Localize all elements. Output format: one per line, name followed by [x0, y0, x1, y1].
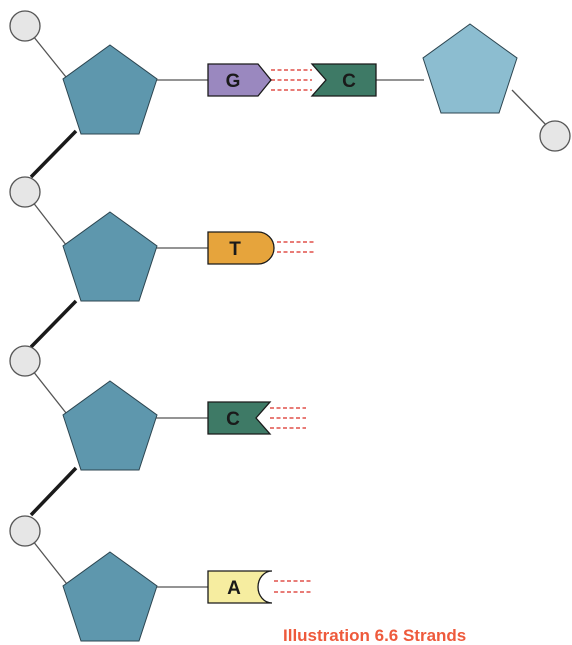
phosphate-groups [9, 10, 571, 547]
cytosine-label: C [226, 409, 240, 430]
paired-sugar-phosphate-link [511, 89, 550, 129]
phosphate-1 [9, 10, 41, 42]
sugar-paired [422, 23, 518, 114]
cytosine-shape [207, 401, 272, 435]
backbone-link-2 [29, 299, 78, 349]
backbone-link-3 [29, 466, 78, 517]
sugar-groups [62, 23, 518, 642]
cytosine-paired-label: C [342, 71, 356, 92]
backbone-link-1 [29, 129, 78, 179]
base-cytosine-paired: C [310, 63, 377, 97]
hydrogen-bonds [270, 69, 315, 593]
sugar-2 [62, 211, 158, 302]
base-adenine: A [207, 570, 273, 604]
thymine-shape [207, 231, 275, 265]
sugar-4 [62, 551, 158, 642]
cytosine-paired-shape [310, 63, 377, 97]
phosphate-paired [539, 120, 571, 152]
guanine-label: G [226, 71, 241, 92]
base-guanine: G [207, 63, 272, 97]
backbone-links [29, 129, 78, 517]
phosphate-2 [9, 176, 41, 208]
sugar-3 [62, 380, 158, 471]
thymine-label: T [229, 239, 241, 260]
sugar-1 [62, 44, 158, 135]
adenine-label: A [227, 578, 241, 599]
base-cytosine: C [207, 401, 272, 435]
guanine-shape [207, 63, 272, 97]
adenine-shape [207, 570, 273, 604]
base-thymine: T [207, 231, 275, 265]
phosphate-4 [9, 515, 41, 547]
phosphate-3 [9, 345, 41, 377]
figure-caption: Illustration 6.6 Strands [283, 626, 467, 645]
